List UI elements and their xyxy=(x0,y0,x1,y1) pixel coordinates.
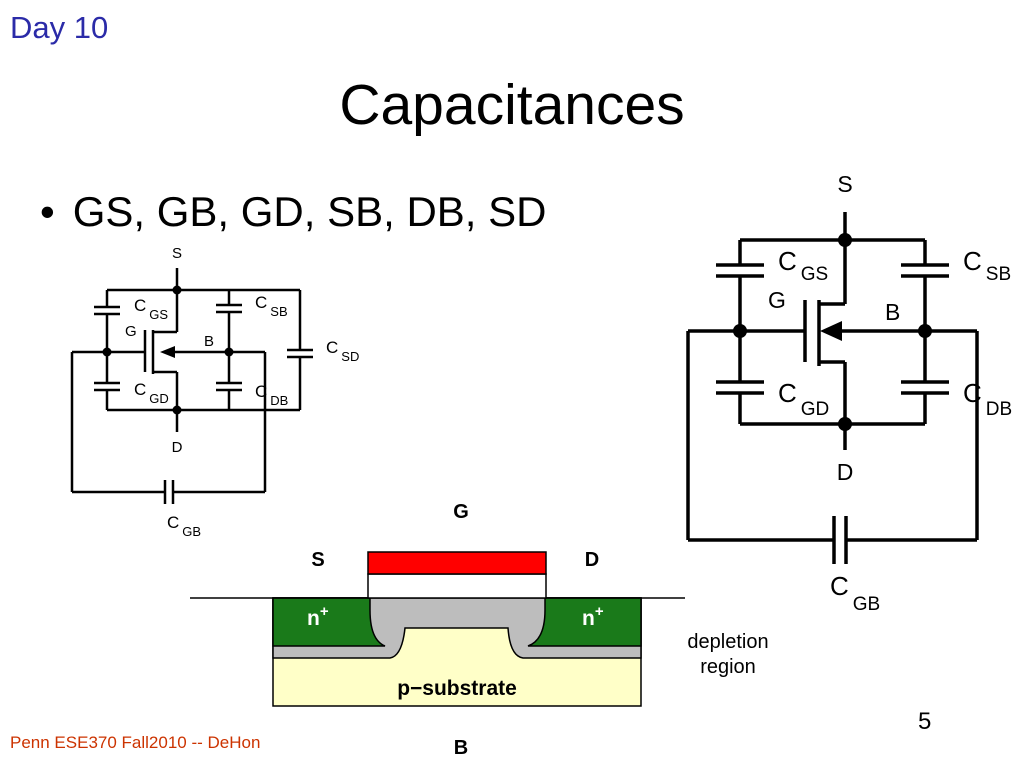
cap-gb-large: CGB xyxy=(830,571,880,615)
label-s-large: S xyxy=(837,171,852,197)
label-b-large: B xyxy=(885,299,900,325)
page-number: 5 xyxy=(918,708,932,735)
label-d-xsec: D xyxy=(585,549,599,571)
label-g-large: G xyxy=(768,287,786,313)
label-d-small: D xyxy=(172,439,183,456)
node-d-large xyxy=(838,417,852,431)
node-s-small xyxy=(172,285,182,295)
label-g-small: G xyxy=(125,323,137,340)
substrate-label: p−substrate xyxy=(397,677,517,700)
body-arrow-small xyxy=(160,346,175,358)
depletion-label-line1: depletion xyxy=(687,631,768,653)
footer-credit: Penn ESE370 Fall2010 -- DeHon xyxy=(10,733,261,752)
n-plus-drain xyxy=(527,597,642,647)
day-label: Day 10 xyxy=(10,10,109,45)
cross-section-labels: G S D B n+ n+ p−substrate xyxy=(307,501,604,759)
n-plus-label-left: n+ xyxy=(307,603,329,630)
bullet-dot: • xyxy=(40,188,55,235)
slide-title: Capacitances xyxy=(339,73,685,137)
small-circuit-nodes xyxy=(102,285,234,415)
bullet-text: GS, GB, GD, SB, DB, SD xyxy=(72,188,547,235)
depletion-label: depletion region xyxy=(687,631,768,678)
label-g-xsec: G xyxy=(453,501,469,523)
depletion-label-line2: region xyxy=(700,656,756,678)
label-b-xsec: B xyxy=(454,737,468,759)
label-s-small: S xyxy=(172,245,182,262)
gate-poly xyxy=(367,551,547,575)
node-b-large xyxy=(918,324,932,338)
label-b-small: B xyxy=(204,333,214,350)
large-circuit-nodes xyxy=(733,233,932,431)
node-g-large xyxy=(733,324,747,338)
gate-oxide xyxy=(367,573,547,599)
node-s-large xyxy=(838,233,852,247)
large-circuit xyxy=(686,212,979,564)
body-arrow-large xyxy=(820,321,842,341)
node-g-small xyxy=(102,347,112,357)
cross-section xyxy=(190,551,685,707)
cap-db-large: CDB xyxy=(963,378,1012,420)
n-plus-source xyxy=(272,597,386,647)
label-s-xsec: S xyxy=(311,549,324,571)
node-b-small xyxy=(224,347,234,357)
n-plus-label-right: n+ xyxy=(582,603,604,630)
node-d-small xyxy=(172,405,182,415)
cap-gd-large: CGD xyxy=(778,378,829,420)
small-circuit xyxy=(70,268,313,504)
bullet-item: • GS, GB, GD, SB, DB, SD xyxy=(40,188,547,236)
label-d-large: D xyxy=(837,459,854,485)
